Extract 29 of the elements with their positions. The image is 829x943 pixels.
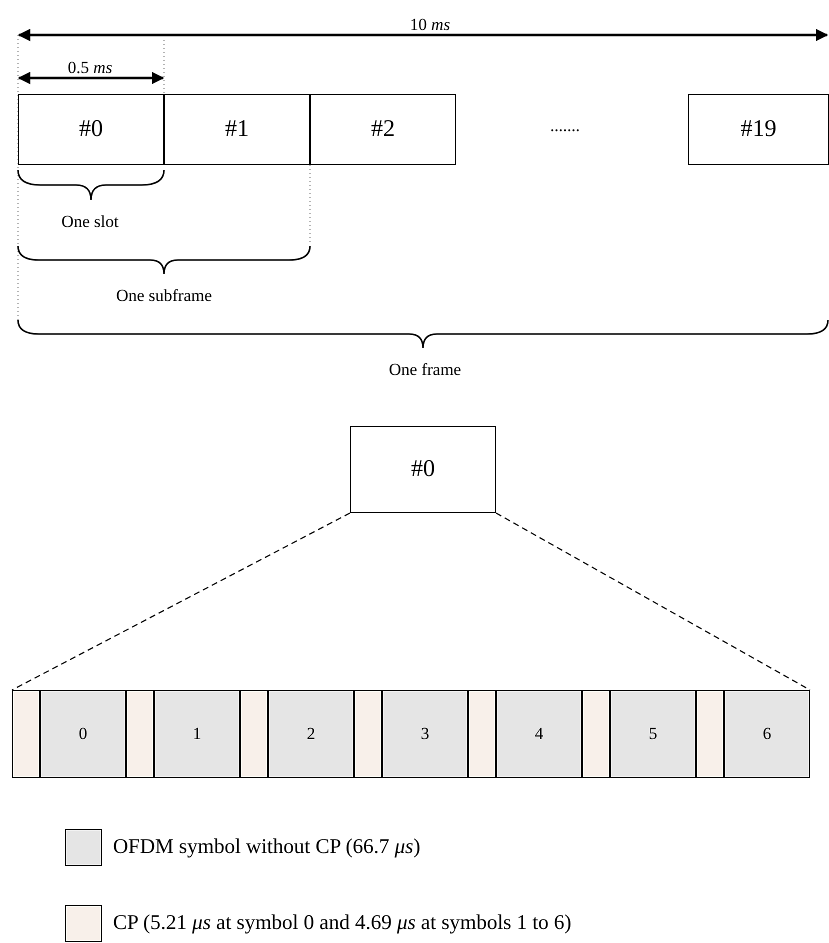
- symbol-box: 6: [724, 690, 810, 778]
- slot-box: #2: [310, 94, 456, 165]
- cp-box: [126, 690, 154, 778]
- cp-box: [696, 690, 724, 778]
- symbol-box: 4: [496, 690, 582, 778]
- zoom-line: [496, 512, 810, 691]
- slot-box: #0: [350, 426, 496, 513]
- symbol-box: 2: [268, 690, 354, 778]
- dimension-label: 0.5 ms: [68, 58, 112, 78]
- cp-box: [12, 690, 40, 778]
- brace-label: One slot: [61, 212, 119, 232]
- dimension-label: 10 ms: [410, 15, 450, 35]
- cp-box: [240, 690, 268, 778]
- slot-box: #0: [18, 94, 164, 165]
- symbol-box: 1: [154, 690, 240, 778]
- symbol-box: 3: [382, 690, 468, 778]
- brace-label: One subframe: [116, 286, 212, 306]
- zoom-line: [12, 512, 350, 691]
- ellipsis: .......: [550, 116, 580, 136]
- symbol-box: 0: [40, 690, 126, 778]
- cp-box: [354, 690, 382, 778]
- slot-box: #19: [688, 94, 829, 165]
- legend-text: OFDM symbol without CP (66.7 μs): [113, 834, 420, 859]
- cp-box: [582, 690, 610, 778]
- slot-box: #1: [164, 94, 310, 165]
- cp-box: [468, 690, 496, 778]
- symbol-box: 5: [610, 690, 696, 778]
- brace-label: One frame: [388, 360, 462, 380]
- legend-text: CP (5.21 μs at symbol 0 and 4.69 μs at symbols 1 to 6): [113, 910, 572, 935]
